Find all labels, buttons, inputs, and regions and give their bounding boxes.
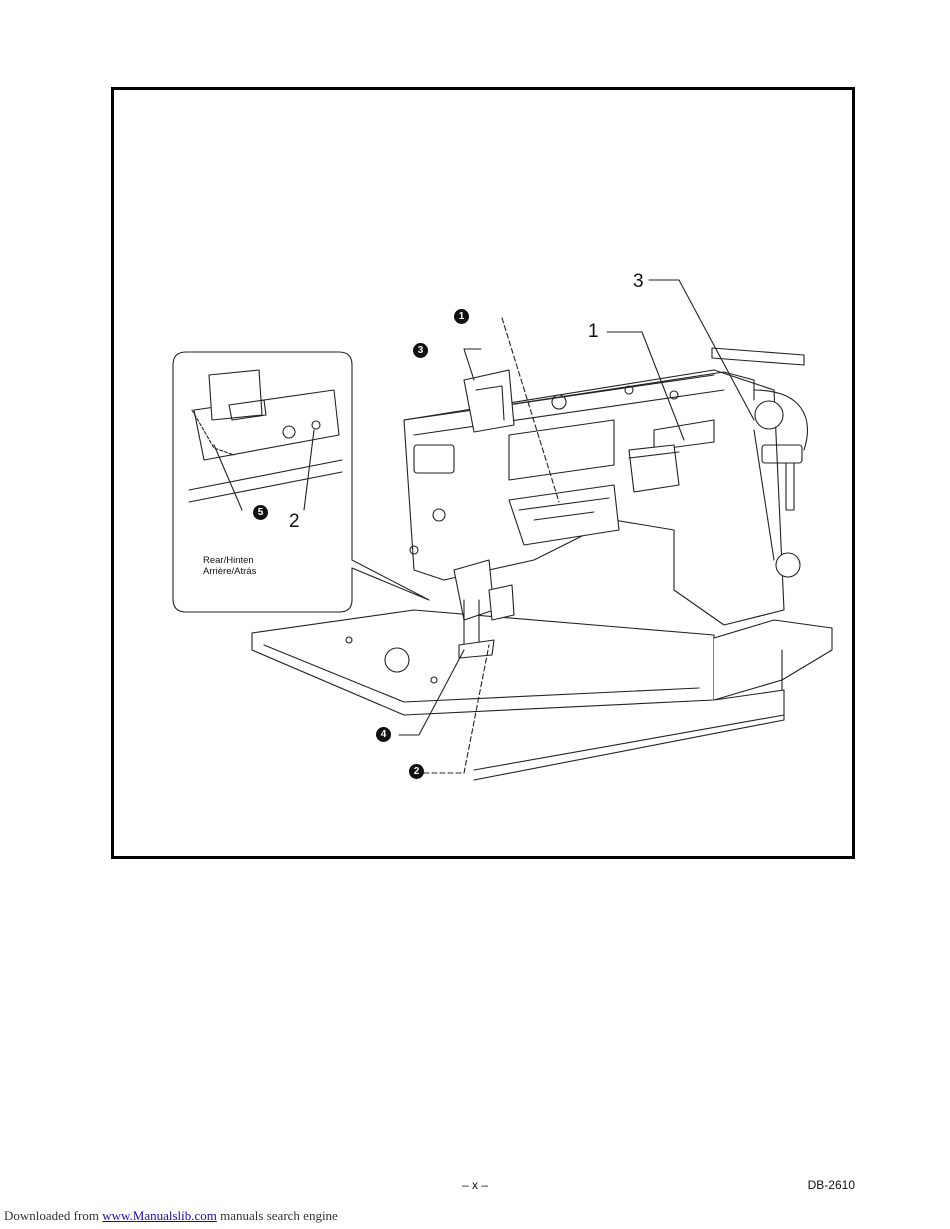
callout-badge-4: 4 — [376, 727, 391, 742]
inset-caption: Rear/Hinten Arrière/Atrás — [203, 555, 256, 577]
sewing-machine-illustration — [172, 279, 833, 781]
document-code: DB-2610 — [807, 1178, 855, 1192]
callout-badge-3: 3 — [413, 343, 428, 358]
inset-caption-line-1: Rear/Hinten — [203, 555, 254, 566]
callout-label-3: 3 — [633, 271, 644, 292]
inset-caption-line-2: Arrière/Atrás — [203, 566, 257, 577]
callout-badge-2: 2 — [409, 764, 424, 779]
figure-frame: 1 3 2 1 3 4 2 5 Rear/Hinten Arrière/Atrá… — [111, 87, 855, 859]
footer-prefix: Downloaded from — [4, 1208, 99, 1223]
callout-badge-1: 1 — [454, 309, 469, 324]
download-footer: Downloaded from www.Manualslib.com manua… — [4, 1208, 338, 1224]
footer-suffix: manuals search engine — [220, 1208, 338, 1223]
manualslib-link[interactable]: www.Manualslib.com — [102, 1208, 217, 1223]
callout-badge-5: 5 — [253, 505, 268, 520]
page-number: – x – — [461, 1178, 488, 1192]
callout-label-1: 1 — [588, 321, 599, 342]
callout-label-2-inset: 2 — [289, 511, 300, 532]
